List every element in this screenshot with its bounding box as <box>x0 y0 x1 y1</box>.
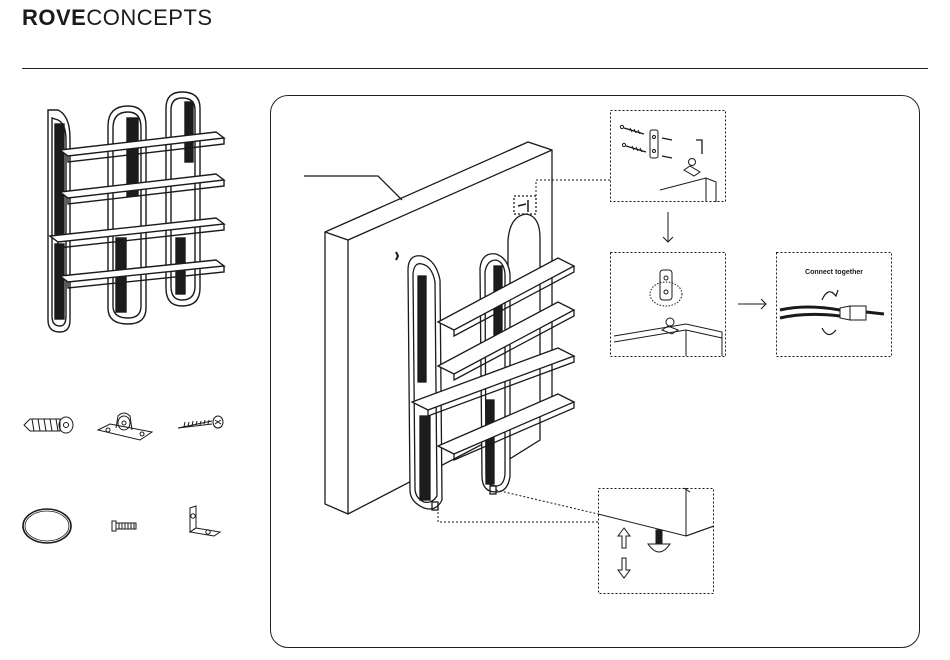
callout-connectors <box>0 0 950 660</box>
